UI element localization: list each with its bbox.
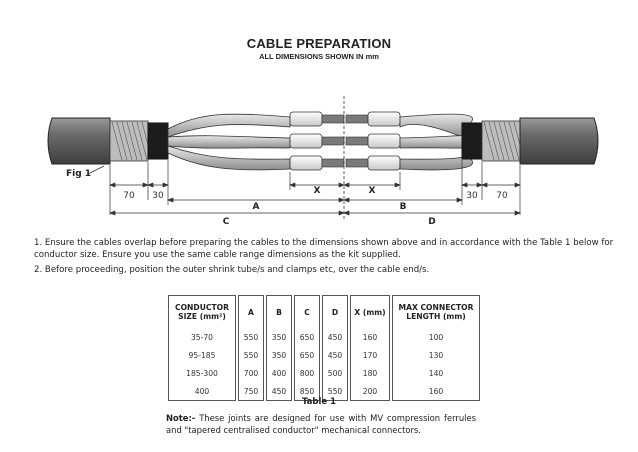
header-a: A [238, 295, 264, 328]
dim-a: A [253, 202, 260, 212]
header-c: C [294, 295, 320, 328]
cell-x: 200 [350, 382, 390, 401]
fig-label: Fig 1 [66, 169, 91, 179]
dim-x-right: X [369, 186, 376, 196]
header-b: B [266, 295, 292, 328]
cell-size: 400 [168, 382, 236, 401]
header-d: D [322, 295, 348, 328]
dim-right-70: 70 [496, 191, 508, 201]
cell-d: 550 [322, 382, 348, 401]
note-label: Note:- [166, 413, 196, 423]
note: Note:- These joints are designed for use… [166, 412, 476, 436]
cell-x: 180 [350, 364, 390, 382]
table-header-row: CONDUCTOR SIZE (mm²) A B C D X (mm) MAX … [168, 295, 480, 328]
cell-x: 160 [350, 328, 390, 346]
cell-max: 100 [392, 328, 480, 346]
dim-left-30: 30 [152, 191, 164, 201]
cell-c: 650 [294, 346, 320, 364]
cell-a: 550 [238, 328, 264, 346]
cable-preparation-diagram: Fig 1 70 30 X X 30 70 A B C D [47, 96, 599, 227]
instruction-1: 1. Ensure the cables overlap before prep… [34, 238, 614, 260]
right-cable [461, 117, 599, 165]
cell-d: 450 [322, 346, 348, 364]
dimension-lines [109, 182, 521, 216]
cell-max: 140 [392, 364, 480, 382]
cell-b: 400 [266, 364, 292, 382]
cell-c: 800 [294, 364, 320, 382]
cell-c: 850 [294, 382, 320, 401]
cell-size: 95-185 [168, 346, 236, 364]
extension-lines [109, 160, 521, 215]
cell-a: 550 [238, 346, 264, 364]
cell-size: 35-70 [168, 328, 236, 346]
dimensions-table: CONDUCTOR SIZE (mm²) A B C D X (mm) MAX … [166, 295, 482, 401]
left-screen-wires [109, 120, 149, 162]
left-outer-jacket [47, 117, 111, 165]
table-row: 400 750 450 850 550 200 160 [168, 382, 480, 401]
cell-max: 160 [392, 382, 480, 401]
right-outer-jacket [519, 117, 599, 165]
cell-x: 170 [350, 346, 390, 364]
header-conductor-size: CONDUCTOR SIZE (mm²) [168, 295, 236, 328]
dim-c: C [223, 217, 230, 227]
header-x: X (mm) [350, 295, 390, 328]
right-cores [345, 111, 473, 171]
cell-a: 700 [238, 364, 264, 382]
cell-b: 350 [266, 346, 292, 364]
left-cores [167, 111, 345, 171]
table-row: 95-185 550 350 650 450 170 130 [168, 346, 480, 364]
header-max-connector: MAX CONNECTOR LENGTH (mm) [392, 295, 480, 328]
dim-left-70: 70 [123, 191, 135, 201]
left-semicon-band [147, 122, 169, 160]
page-subtitle: ALL DIMENSIONS SHOWN IN mm [259, 52, 379, 61]
cell-b: 450 [266, 382, 292, 401]
note-text: These joints are designed for use with M… [166, 413, 477, 435]
instruction-2: 2. Before proceeding, position the outer… [34, 265, 430, 275]
cell-a: 750 [238, 382, 264, 401]
right-screen-wires [481, 120, 521, 162]
dim-x-left: X [314, 186, 321, 196]
page-title: CABLE PREPARATION [246, 36, 392, 51]
right-semicon-band [461, 122, 483, 160]
dim-d: D [428, 217, 435, 227]
table-row: 35-70 550 350 650 450 160 100 [168, 328, 480, 346]
cell-size: 185-300 [168, 364, 236, 382]
cell-b: 350 [266, 328, 292, 346]
dim-right-30: 30 [466, 191, 478, 201]
dim-b: B [400, 202, 407, 212]
cell-max: 130 [392, 346, 480, 364]
left-cable [47, 117, 169, 165]
table-caption: Table 1 [301, 397, 337, 407]
cell-c: 650 [294, 328, 320, 346]
cell-d: 500 [322, 364, 348, 382]
cell-d: 450 [322, 328, 348, 346]
table-row: 185-300 700 400 800 500 180 140 [168, 364, 480, 382]
